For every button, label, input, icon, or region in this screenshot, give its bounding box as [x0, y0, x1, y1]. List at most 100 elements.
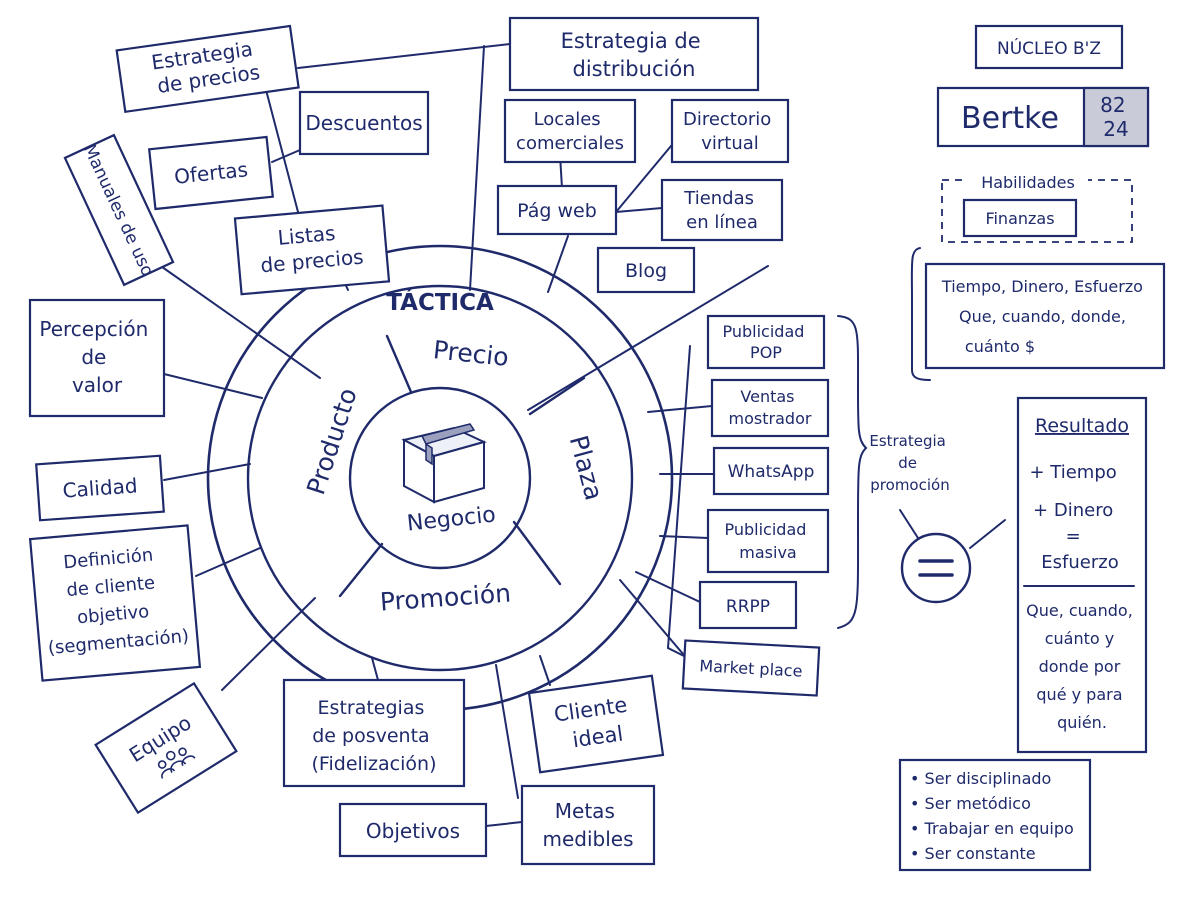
svg-text:Publicidad masiva: Publicidad masiva — [724, 520, 811, 562]
box-icon — [401, 423, 487, 504]
principio-item: Ser constante — [910, 841, 1090, 866]
node-estrategia-precios: Estrategia de precios — [115, 24, 300, 114]
node-publicidad-pop: Publicidad POP — [706, 314, 826, 370]
connector-equipo-ring — [221, 597, 316, 691]
svg-text:Publicidad POP: Publicidad POP — [722, 322, 809, 362]
habilidades-label: Habilidades — [981, 173, 1075, 192]
node-ofertas: Ofertas — [147, 135, 275, 211]
connector-masiva — [659, 535, 709, 539]
resultado-formula: + Tiempo + Dinero = Esfuerzo — [1029, 462, 1122, 573]
segment-plaza: Plaza — [564, 432, 609, 503]
connector-objetivos-metas — [485, 821, 523, 827]
principio-item: Ser metódico — [910, 791, 1090, 816]
svg-text:RRPP: RRPP — [726, 597, 770, 617]
habilidades-group: Habilidades Finanzas — [941, 172, 1133, 243]
svg-text:Tiempo, Dinero, Esfuerzo: Tiempo, Dinero, Esfuerzo Que, cuando, do… — [941, 277, 1148, 356]
node-metas-medibles: Metas medibles — [520, 784, 656, 866]
svg-text:Locales comerciales: Locales comerciales — [516, 109, 624, 154]
segment-promocion: Promoción — [379, 578, 512, 616]
wheel-middle-ring — [246, 284, 634, 672]
connector-cliente-ring — [539, 655, 551, 686]
node-resultado: Resultado + Tiempo + Dinero = Esfuerzo Q… — [1016, 396, 1148, 754]
connector-canales-rail — [666, 345, 691, 657]
connector-precios-listas — [264, 85, 299, 213]
node-bertke: Bertke 82 24 — [936, 86, 1150, 148]
wheel-divider-bottom-right — [512, 520, 562, 586]
node-pag-web: Pág web — [496, 184, 618, 236]
node-equipo: Equipo — [94, 681, 238, 815]
wheel-divider-bottom-left — [338, 542, 384, 598]
node-estrategias-posventa: Estrategias de posventa (Fidelización) — [282, 678, 466, 788]
svg-text:Pág web: Pág web — [517, 200, 597, 222]
node-ventas-mostrador: Ventas mostrador — [710, 378, 830, 438]
svg-text:Listas de precios: Listas de precios — [257, 219, 364, 278]
connector-definicion-ring — [195, 547, 261, 577]
node-definicion-cliente: Definición de cliente objetivo (segmenta… — [28, 524, 202, 682]
equals-icon — [900, 532, 972, 604]
node-blog: Blog — [596, 246, 696, 294]
bertke-badge — [1082, 86, 1150, 148]
node-listas-precios: Listas de precios — [233, 204, 391, 296]
connector-percepcion-ring — [163, 373, 263, 399]
svg-text:Directorio virtual: Directorio virtual — [683, 109, 777, 154]
node-market-place: Market place — [681, 639, 821, 697]
habilidad-finanzas — [962, 198, 1078, 238]
segment-producto: Producto — [301, 384, 363, 498]
connector-precios-distribucion — [297, 43, 511, 69]
connector-plaza-diagonal — [527, 265, 769, 411]
connector-web-directorio — [615, 139, 677, 213]
connector-mostrador — [647, 405, 713, 413]
principio-item: Trabajar en equipo — [910, 816, 1090, 841]
connector-manuales-ring — [154, 261, 321, 379]
connector-ring-diagonal — [619, 579, 696, 669]
node-nucleo: NÚCLEO B'Z — [974, 24, 1124, 70]
connector-distribucion-ring — [469, 45, 485, 291]
connector-equals-resultado — [969, 519, 1006, 549]
wheel-divider-top — [385, 334, 413, 394]
connector-metas-ring — [495, 664, 519, 799]
node-tiendas-en-linea: Tiendas en línea — [660, 178, 784, 242]
svg-text:Ventas mostrador: Ventas mostrador — [729, 387, 812, 428]
svg-text:Metas medibles: Metas medibles — [542, 799, 633, 851]
svg-text:Estrategia de precios: Estrategia de precios — [150, 36, 264, 99]
team-icon — [157, 747, 196, 779]
node-publicidad-masiva: Publicidad masiva — [706, 508, 830, 574]
recursos-bracket — [910, 247, 931, 381]
connector-rrpp — [635, 571, 701, 603]
svg-text:Finanzas: Finanzas — [985, 209, 1054, 228]
center-label-negocio: Negocio — [406, 502, 497, 536]
resultado-title: Resultado — [1035, 415, 1129, 437]
node-cliente-ideal: Cliente ideal — [527, 674, 665, 774]
principios-list: Ser disciplinado Ser metódico Trabajar e… — [910, 766, 1090, 866]
node-descuentos: Descuentos — [298, 90, 430, 156]
segment-precio: Precio — [432, 335, 510, 372]
bertke-badge-number: 82 24 — [1100, 93, 1132, 141]
connector-posventa-ring — [371, 657, 379, 681]
connector-web-tiendas — [615, 207, 663, 213]
node-whatsapp: WhatsApp — [712, 446, 830, 496]
connector-promocion-equals — [899, 509, 919, 539]
svg-text:Objetivos: Objetivos — [366, 819, 460, 843]
svg-text:Descuentos: Descuentos — [305, 111, 422, 135]
node-calidad: Calidad — [35, 454, 165, 522]
bertke-name: Bertke — [961, 101, 1059, 136]
svg-text:Calidad: Calidad — [62, 473, 138, 502]
tactica-wheel: TÁCTICA Precio Plaza Promoción Producto … — [206, 244, 674, 712]
node-percepcion-valor: Percepción de valor — [28, 298, 166, 418]
node-estrategia-distribucion: Estrategia de distribución — [508, 16, 760, 92]
svg-text:Estrategias de posventa: Estrategias de posventa (Fidelización) — [312, 697, 437, 775]
svg-text:Tiendas en línea: Tiendas en línea — [683, 188, 760, 233]
principio-item: Ser disciplinado — [910, 766, 1090, 791]
node-directorio-virtual: Directorio virtual — [670, 98, 790, 164]
svg-text:Percepción de valo: Percepción de valor — [39, 317, 154, 397]
svg-text:Estrategia de distribuci: Estrategia de distribución — [561, 29, 708, 81]
svg-text:NÚCLEO B'Z: NÚCLEO B'Z — [997, 37, 1101, 59]
label-estrategia-promocion: Estrategia de promoción — [869, 432, 950, 494]
node-recursos: Tiempo, Dinero, Esfuerzo Que, cuando, do… — [924, 262, 1166, 370]
resultado-detail: Que, cuando, cuánto y donde por qué y pa… — [1026, 601, 1138, 732]
connector-ofertas — [271, 149, 301, 163]
connector-web-ring — [547, 235, 569, 293]
ring-label-tactica: TÁCTICA — [386, 288, 494, 316]
node-objetivos: Objetivos — [338, 802, 488, 858]
